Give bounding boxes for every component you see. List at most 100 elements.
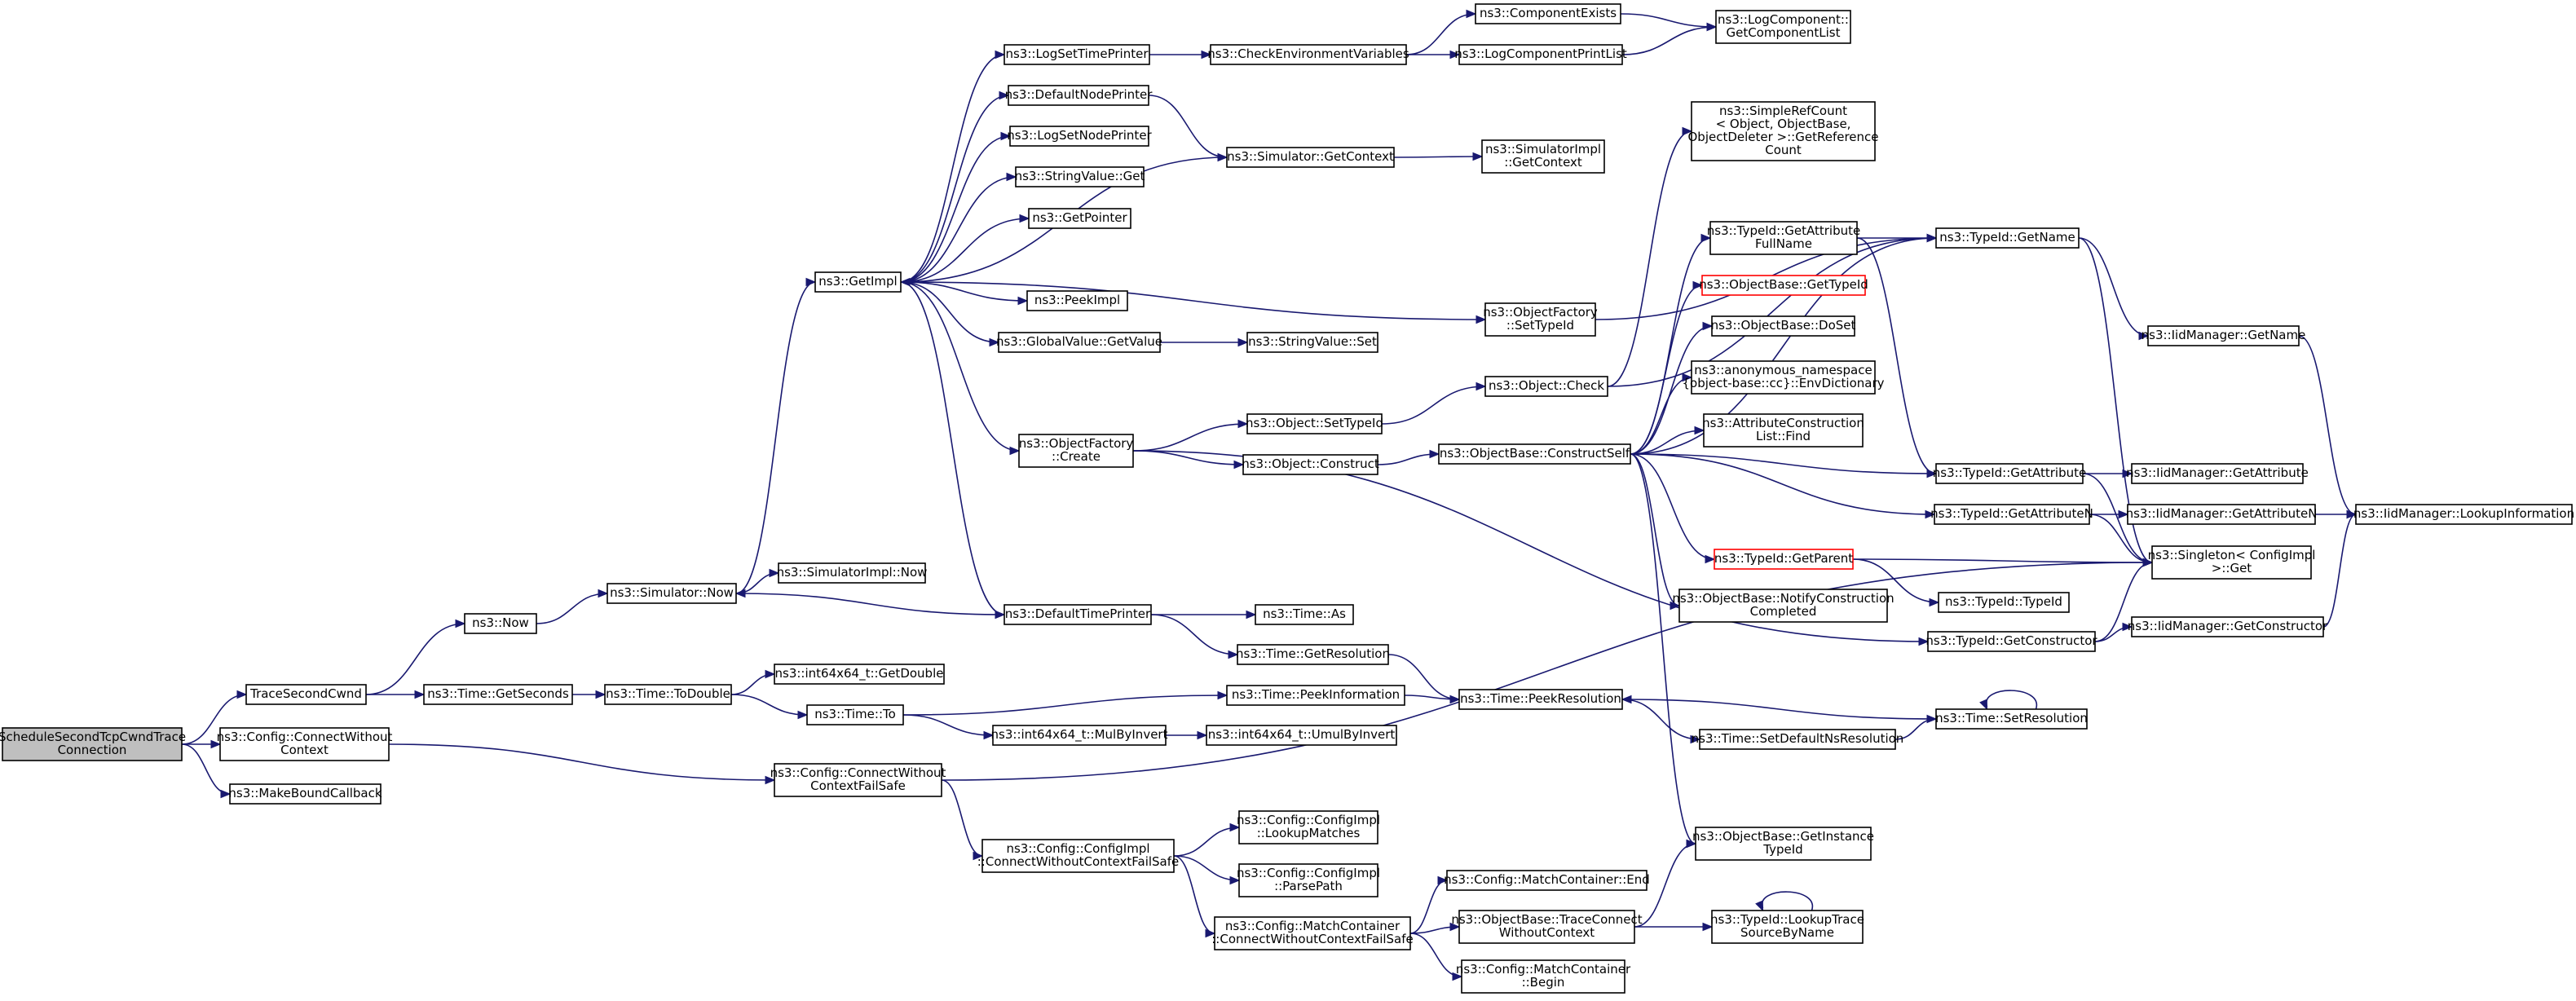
node-ns3-typeid-getparent[interactable]: ns3::TypeId::GetParent bbox=[1714, 549, 1854, 570]
node-ns3-getimpl[interactable]: ns3::GetImpl bbox=[814, 271, 902, 293]
node-ns3-time-peekinformation[interactable]: ns3::Time::PeekInformation bbox=[1226, 685, 1405, 706]
node-ns3-logsettimeprinter[interactable]: ns3::LogSetTimePrinter bbox=[1003, 44, 1150, 65]
node-ns3-typeid-typeid[interactable]: ns3::TypeId::TypeId bbox=[1938, 592, 2070, 613]
arrowhead bbox=[1706, 22, 1718, 32]
node-tracesecondcwnd[interactable]: TraceSecondCwnd bbox=[245, 684, 367, 705]
call-edges bbox=[181, 9, 2358, 981]
node-ns3-objectfactory-settypeid[interactable]: ns3::ObjectFactory::SetTypeId bbox=[1483, 302, 1598, 337]
node-ns3-iidmanager-getattributen[interactable]: ns3::IidManager::GetAttributeN bbox=[2126, 504, 2318, 525]
node-ns3-time-getresolution[interactable]: ns3::Time::GetResolution bbox=[1236, 644, 1390, 665]
node-ns3-simulator-getcontext[interactable]: ns3::Simulator::GetContext bbox=[1226, 147, 1395, 168]
node-ns3-logsetnodeprinter[interactable]: ns3::LogSetNodePrinter bbox=[1007, 126, 1153, 147]
node-box bbox=[1714, 549, 1854, 570]
node-ns3-objectbase-constructself[interactable]: ns3::ObjectBase::ConstructSelf bbox=[1438, 443, 1631, 465]
node-ns3-time-setdefaultnsresolution[interactable]: ns3::Time::SetDefaultNsResolution bbox=[1692, 729, 1904, 750]
node-ns3-singleton-configimpl-get[interactable]: ns3::Singleton< ConfigImpl>::Get bbox=[2148, 545, 2316, 580]
node-label: ns3::Config::MatchContainer bbox=[1456, 962, 1631, 977]
arrowhead bbox=[2138, 331, 2150, 341]
node-ns3-object-construct[interactable]: ns3::Object::Construct bbox=[1242, 454, 1379, 475]
node-ns3-iidmanager-getconstructor[interactable]: ns3::IidManager::GetConstructor bbox=[2128, 616, 2328, 637]
node-ns3-typeid-getconstructor[interactable]: ns3::TypeId::GetConstructor bbox=[1925, 631, 2097, 652]
node-ns3-defaulttimeprinter[interactable]: ns3::DefaultTimePrinter bbox=[1003, 604, 1152, 625]
node-ns3-time-getseconds[interactable]: ns3::Time::GetSeconds bbox=[423, 684, 573, 705]
node-label: ns3::TypeId::GetConstructor bbox=[1925, 633, 2097, 648]
node-box bbox=[423, 684, 573, 705]
node-label: ns3::GetPointer bbox=[1032, 210, 1127, 225]
arrowhead bbox=[1686, 839, 1697, 849]
node-ns3-iidmanager-getattribute[interactable]: ns3::IidManager::GetAttribute bbox=[2126, 463, 2309, 484]
node-ns3-globalvalue-getvalue[interactable]: ns3::GlobalValue::GetValue bbox=[996, 332, 1162, 353]
node-ns3-int64x64-t-mulbyinvert[interactable]: ns3::int64x64_t::MulByInvert bbox=[991, 725, 1168, 746]
arrowhead bbox=[2118, 509, 2129, 519]
node-ns3-simulatorimpl-now[interactable]: ns3::SimulatorImpl::Now bbox=[777, 562, 928, 584]
node-ns3-stringvalue-get[interactable]: ns3::StringValue::Get bbox=[1015, 166, 1145, 187]
node-ns3-config-matchcontainer-connectwithoutcontextfailsafe[interactable]: ns3::Config::MatchContainer::ConnectWith… bbox=[1211, 916, 1414, 950]
node-ns3-anonymous-namespace-object-base-cc-envdictionary[interactable]: ns3::anonymous_namespace{object-base::cc… bbox=[1683, 360, 1885, 395]
node-ns3-config-matchcontainer-end[interactable]: ns3::Config::MatchContainer::End bbox=[1444, 870, 1650, 891]
node-ns3-simulatorimpl-getcontext[interactable]: ns3::SimulatorImpl::GetContext bbox=[1481, 139, 1605, 174]
arrowhead bbox=[1690, 734, 1701, 744]
node-ns3-objectbase-gettypeid[interactable]: ns3::ObjectBase::GetTypeId bbox=[1699, 275, 1868, 296]
node-ns3-config-configimpl-lookupmatches[interactable]: ns3::Config::ConfigImpl::LookupMatches bbox=[1237, 810, 1380, 844]
node-label: ns3::int64x64_t::GetDouble bbox=[775, 666, 944, 681]
node-ns3-objectbase-traceconnect-withoutcontext[interactable]: ns3::ObjectBase::TraceConnectWithoutCont… bbox=[1451, 910, 1643, 944]
arrowhead bbox=[414, 690, 426, 699]
node-ns3-object-settypeid[interactable]: ns3::Object::SetTypeId bbox=[1246, 413, 1383, 434]
node-ns3-typeid-getname[interactable]: ns3::TypeId::GetName bbox=[1935, 227, 2080, 249]
node-ns3-simulator-now[interactable]: ns3::Simulator::Now bbox=[607, 583, 737, 604]
node-ns3-int64x64-t-getdouble[interactable]: ns3::int64x64_t::GetDouble bbox=[774, 664, 945, 685]
node-label: ObjectDeleter >::GetReference bbox=[1687, 130, 1878, 144]
edge-obcs-to-obnc bbox=[1630, 453, 1680, 606]
arrowhead bbox=[1217, 690, 1228, 700]
node-ns3-objectfactory-create[interactable]: ns3::ObjectFactory::Create bbox=[1018, 434, 1134, 468]
node-label: ns3::StringValue::Get bbox=[1015, 169, 1145, 183]
node-ns3-makeboundcallback[interactable]: ns3::MakeBoundCallback bbox=[228, 783, 382, 805]
node-ns3-defaultnodeprinter[interactable]: ns3::DefaultNodePrinter bbox=[1005, 85, 1153, 106]
node-label: ns3::TypeId::LookupTrace bbox=[1710, 912, 1864, 927]
node-label: ns3::PeekImpl bbox=[1034, 293, 1120, 307]
node-ns3-checkenvironmentvariables[interactable]: ns3::CheckEnvironmentVariables bbox=[1207, 44, 1409, 65]
node-label: ::ConnectWithoutContextFailSafe bbox=[1211, 932, 1414, 946]
node-box bbox=[1226, 685, 1405, 706]
node-ns3-logcomponent-getcomponentlist[interactable]: ns3::LogComponent::GetComponentList bbox=[1715, 10, 1851, 44]
node-ns3-objectbase-doset[interactable]: ns3::ObjectBase::DoSet bbox=[1711, 315, 1856, 337]
node-ns3-typeid-getattribute[interactable]: ns3::TypeId::GetAttribute bbox=[1933, 463, 2086, 484]
node-ns3-logcomponentprintlist[interactable]: ns3::LogComponentPrintList bbox=[1454, 44, 1627, 65]
node-ns3-typeid-getattributen[interactable]: ns3::TypeId::GetAttributeN bbox=[1930, 504, 2093, 525]
node-ns3-objectbase-notifyconstruction-completed[interactable]: ns3::ObjectBase::NotifyConstructionCompl… bbox=[1672, 589, 1895, 623]
node-ns3-time-as[interactable]: ns3::Time::As bbox=[1255, 604, 1354, 625]
node-ns3-componentexists[interactable]: ns3::ComponentExists bbox=[1475, 3, 1621, 24]
node-ns3-time-to[interactable]: ns3::Time::To bbox=[806, 704, 904, 725]
node-ns3-int64x64-t-umulbyinvert[interactable]: ns3::int64x64_t::UmulByInvert bbox=[1206, 725, 1397, 746]
node-ns3-config-configimpl-connectwithoutcontextfailsafe[interactable]: ns3::Config::ConfigImpl::ConnectWithoutC… bbox=[977, 839, 1180, 873]
node-ns3-object-check[interactable]: ns3::Object::Check bbox=[1484, 376, 1608, 397]
arrowhead bbox=[1475, 315, 1487, 324]
node-label: ns3::ObjectBase::NotifyConstruction bbox=[1672, 591, 1894, 606]
arrowhead bbox=[805, 277, 817, 287]
node-ns3-time-todouble[interactable]: ns3::Time::ToDouble bbox=[604, 684, 732, 705]
node-ns3-config-connectwithout-context[interactable]: ns3::Config::ConnectWithoutContext bbox=[217, 727, 393, 761]
node-ns3-config-configimpl-parsepath[interactable]: ns3::Config::ConfigImpl::ParsePath bbox=[1237, 863, 1380, 897]
node-ns3-stringvalue-set[interactable]: ns3::StringValue::Set bbox=[1246, 332, 1378, 353]
node-ns3-getpointer[interactable]: ns3::GetPointer bbox=[1028, 208, 1131, 229]
node-ns3-now[interactable]: ns3::Now bbox=[464, 613, 537, 634]
node-ns3-iidmanager-getname[interactable]: ns3::IidManager::GetName bbox=[2142, 325, 2306, 346]
node-label: ns3::Singleton< ConfigImpl bbox=[2148, 548, 2316, 562]
node-ns3-peekimpl[interactable]: ns3::PeekImpl bbox=[1026, 290, 1128, 311]
node-ns3-config-matchcontainer-begin[interactable]: ns3::Config::MatchContainer::Begin bbox=[1456, 959, 1631, 994]
node-ns3-time-peekresolution[interactable]: ns3::Time::PeekResolution bbox=[1458, 689, 1623, 710]
edge-now-to-simnow bbox=[536, 593, 608, 624]
node-ns3-iidmanager-lookupinformation[interactable]: ns3::IidManager::LookupInformation bbox=[2353, 504, 2574, 525]
edge-ttd-to-tto bbox=[730, 694, 808, 716]
node-ns3-config-connectwithout-contextfailsafe[interactable]: ns3::Config::ConnectWithoutContextFailSa… bbox=[770, 763, 946, 797]
node-ns3-time-setresolution[interactable]: ns3::Time::SetResolution bbox=[1935, 708, 2088, 730]
node-box bbox=[1711, 315, 1855, 337]
node-ns3-simplerefcount-object-objectbase-objectdeleter-getreference-count[interactable]: ns3::SimpleRefCount< Object, ObjectBase,… bbox=[1687, 101, 1879, 161]
edge-iidgn-to-iidli bbox=[2298, 335, 2357, 515]
